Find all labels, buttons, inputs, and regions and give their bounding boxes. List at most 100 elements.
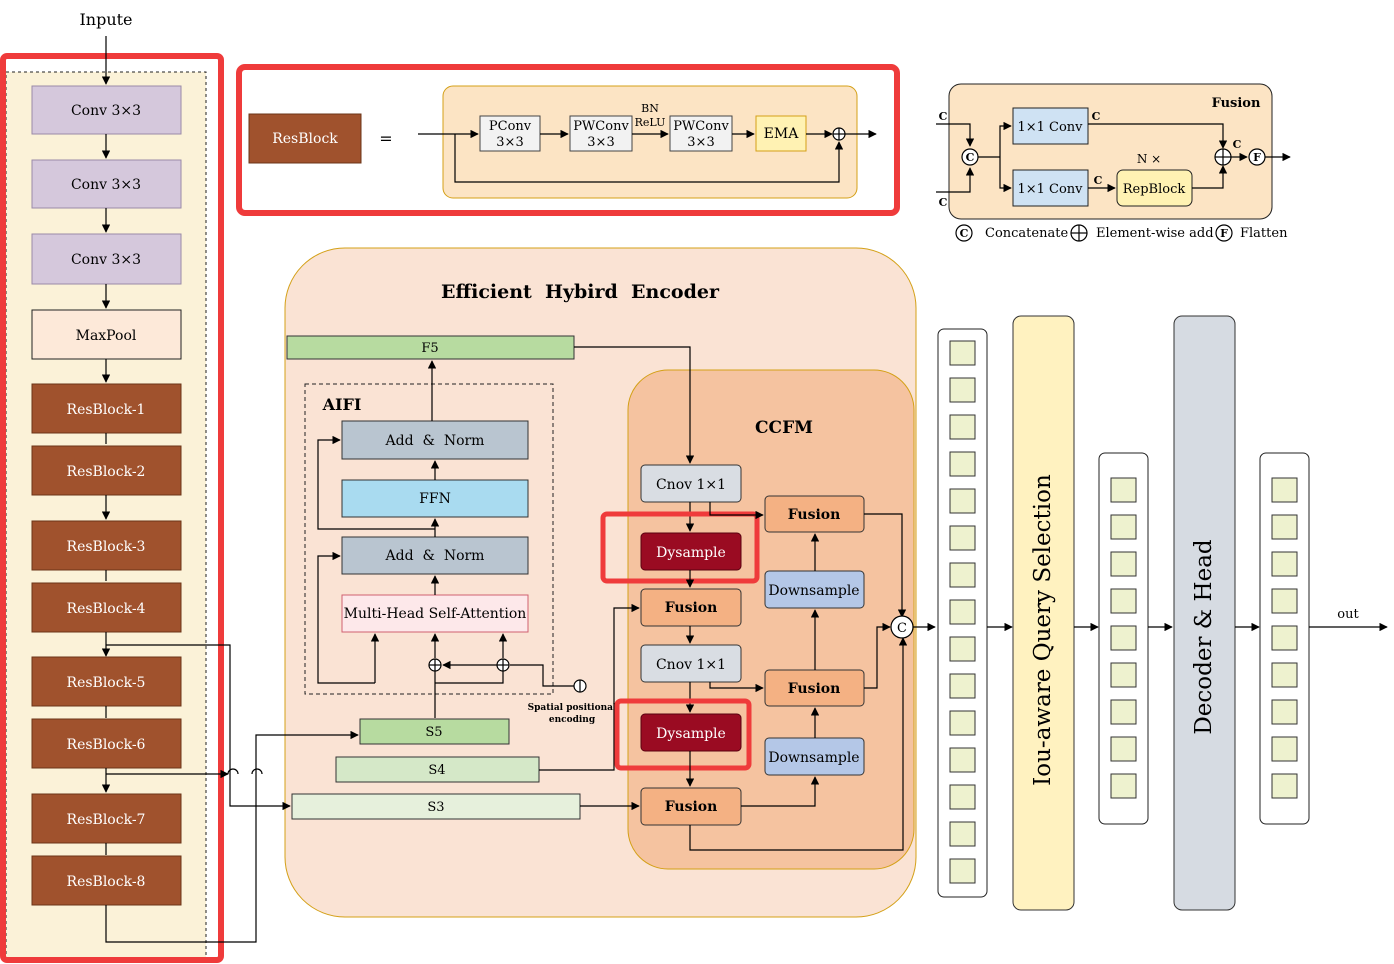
input-label: Inpute (79, 10, 132, 29)
fusion-def-repeat: N × (1137, 152, 1161, 166)
ccfm-dysample-2-label: Dysample (656, 726, 726, 742)
ccfm-downsample-2-label: Downsample (768, 750, 859, 766)
token-cells-3 (1271, 477, 1298, 799)
fusion-def-conv-bottom (1012, 169, 1089, 207)
backbone-conv-2 (31, 159, 182, 209)
resblock-1 (31, 383, 182, 434)
fusion-def-add-icon (1214, 148, 1232, 166)
resblock-8-label: ResBlock-8 (67, 874, 146, 890)
pconv-label-2: 3×3 (496, 135, 523, 150)
pwconv-1-label-1: PWConv (573, 119, 629, 134)
decoder-head-block (1173, 315, 1236, 911)
backbone-maxpool-label: MaxPool (76, 328, 137, 344)
ccfm-dysample-2 (640, 713, 742, 752)
query-selection-block (1012, 315, 1075, 911)
fusion-def-c-top: C (939, 110, 948, 123)
resblock-7 (31, 793, 182, 844)
mhsa-label: Multi-Head Self-Attention (344, 606, 527, 622)
ccfm: CCFM Cnov 1×1 Dysample Fusion Cnov 1×1 D… (539, 346, 936, 870)
s5-label: S5 (425, 725, 442, 740)
ccfm-dysample-1 (640, 532, 742, 571)
ccfm-dysample-1-label: Dysample (656, 545, 726, 561)
resblock-2-label: ResBlock-2 (67, 464, 146, 480)
fusion-def-c-mid-bottom: C (1094, 174, 1103, 187)
backbone-highlight (0, 53, 224, 963)
svg-text:F: F (1253, 151, 1261, 164)
ccfm-title: CCFM (755, 418, 813, 438)
resblock-4 (31, 582, 182, 633)
resblock-def-equals: = (379, 129, 392, 148)
fusion-def-c-bottom: C (939, 196, 948, 209)
legend-add-icon (1070, 224, 1088, 242)
ccfm-conv-1-label: Cnov 1×1 (656, 477, 726, 493)
legend-flatten-icon: F (1215, 224, 1233, 242)
legend: C Concatenate Element-wise add F Flatten (955, 224, 1288, 242)
backbone-conv-3-label: Conv 3×3 (71, 252, 141, 268)
aifi-add-icon-1 (428, 658, 442, 672)
decoder-head-label: Decoder & Head (1191, 539, 1217, 735)
legend-concatenate: Concatenate (985, 226, 1068, 241)
pwconv-1-label-2: 3×3 (587, 135, 614, 150)
resblock-definition: ResBlock = PConv 3×3 PWConv 3×3 BN ReLU … (236, 64, 900, 216)
add-norm-top (341, 420, 529, 460)
ccfm-conv-1 (640, 464, 742, 503)
bn-label: BN (641, 102, 659, 115)
resblock-add-icon (832, 127, 846, 141)
fusion-def-c-mid-top: C (1092, 110, 1101, 123)
s4-label: S4 (428, 763, 445, 778)
backbone-connections (105, 644, 359, 943)
resblock-4-label: ResBlock-4 (67, 601, 146, 617)
resblock-7-label: ResBlock-7 (67, 812, 146, 828)
fusion-def-conv-top-label: 1×1 Conv (1017, 120, 1083, 135)
resblock-6-label: ResBlock-6 (67, 737, 146, 753)
ffn-label: FFN (419, 491, 451, 507)
aifi-box (304, 383, 554, 695)
fusion-def-c-right: C (1233, 138, 1242, 151)
add-norm-bottom-label: Add & Norm (385, 548, 485, 564)
ccfm-conv-2-label: Cnov 1×1 (656, 657, 726, 673)
ccfm-conv-2 (640, 644, 742, 683)
ccfm-concat-icon: C (890, 615, 914, 639)
ccfm-fusion-2-label: Fusion (665, 799, 718, 815)
resblock-def-highlight (236, 64, 900, 216)
s5-block (359, 718, 510, 745)
add-norm-top-label: Add & Norm (385, 433, 485, 449)
legend-flatten: Flatten (1240, 226, 1288, 241)
positional-encoding-icon (573, 679, 587, 693)
svg-text:C: C (897, 621, 907, 636)
token-cells-1 (949, 340, 976, 884)
resblock-6 (31, 718, 182, 769)
add-norm-bottom (341, 536, 529, 575)
out-label: out (1337, 607, 1359, 622)
head: Iou-aware Query Selection Decoder & Head (937, 315, 1388, 911)
pos-encoding-label-2: encoding (549, 715, 596, 725)
aifi-title: AIFI (322, 395, 362, 414)
fusion-def-flatten-icon: F (1248, 148, 1266, 166)
pwconv-2-label-2: 3×3 (687, 135, 714, 150)
legend-concat-icon: C (955, 224, 973, 242)
ccfm-downsample-1-label: Downsample (768, 583, 859, 599)
token-cells-2 (1110, 477, 1137, 799)
pconv-label-1: PConv (489, 119, 532, 134)
resblock-1-label: ResBlock-1 (67, 402, 146, 418)
resblock-3 (31, 520, 182, 571)
resblock-5-label: ResBlock-5 (67, 675, 146, 691)
resblock-def-name: ResBlock (272, 131, 338, 147)
ema-label: EMA (764, 126, 800, 142)
pwconv-block-2 (669, 115, 733, 152)
resblock-3-label: ResBlock-3 (67, 539, 146, 555)
s3-label: S3 (427, 800, 444, 815)
fusion-def-conv-bottom-label: 1×1 Conv (1017, 182, 1083, 197)
ccfm-fusion-1 (640, 588, 742, 627)
aifi-add-icon-2 (496, 658, 510, 672)
svg-text:C: C (966, 151, 975, 164)
pos-encoding-label-1: Spatial positional (528, 703, 617, 713)
backbone: Inpute Conv 3×3 Conv 3×3 Conv 3×3 MaxPoo… (0, 10, 224, 963)
backbone-conv-1-label: Conv 3×3 (71, 103, 141, 119)
dysample-2-highlight (614, 698, 752, 771)
relu-label: ReLU (635, 116, 666, 129)
resblock-def-block (248, 113, 362, 164)
resblock-5 (31, 656, 182, 707)
legend-element-wise-add: Element-wise add (1096, 226, 1214, 241)
svg-text:F: F (1220, 227, 1228, 240)
